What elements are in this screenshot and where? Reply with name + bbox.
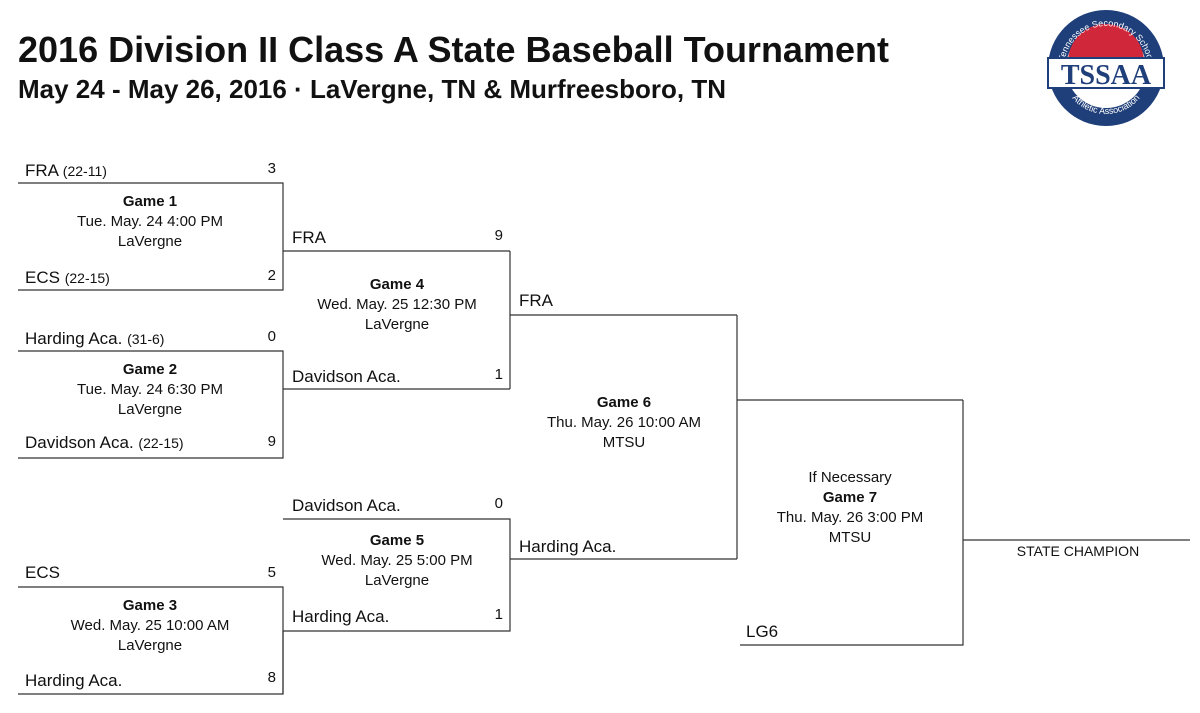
game3-top-score: 5 <box>267 564 276 581</box>
team-record: (22-15) <box>64 270 110 286</box>
team-name: ECS <box>25 563 60 582</box>
game-note: If Necessary <box>808 469 892 486</box>
page-title: 2016 Division II Class A State Baseball … <box>18 29 889 70</box>
game3-top-team: ECS <box>25 563 60 583</box>
game-name: Game 3 <box>122 597 178 614</box>
tssaa-logo: Tennessee Secondary School Athletic Asso… <box>1047 10 1165 126</box>
logo-red-cap <box>1068 24 1144 62</box>
game-venue: LaVergne <box>364 572 430 589</box>
game-venue: LaVergne <box>117 637 183 654</box>
game-date: Tue. May. 24 4:00 PM <box>77 213 223 230</box>
game4-top-score: 9 <box>494 227 503 244</box>
game-venue: LaVergne <box>117 233 183 250</box>
game-date: Thu. May. 26 10:00 AM <box>547 414 701 431</box>
game5-info: Game 5 Wed. May. 25 5:00 PM LaVergne <box>287 531 507 591</box>
team-record: (22-15) <box>138 435 184 451</box>
game-name: Game 5 <box>369 532 425 549</box>
game-name: Game 4 <box>369 276 425 293</box>
game-name: Game 7 <box>822 489 878 506</box>
game2-bottom-score: 9 <box>267 433 276 450</box>
game5-bottom-team: Harding Aca. <box>292 607 390 626</box>
game2-top-team: Harding Aca. (31-6) <box>25 329 164 349</box>
game6-bottom-team: Harding Aca. <box>519 537 617 556</box>
game1-info: Game 1 Tue. May. 24 4:00 PM LaVergne <box>40 192 260 252</box>
game2-info: Game 2 Tue. May. 24 6:30 PM LaVergne <box>40 360 260 420</box>
game1-top-team: FRA (22-11) <box>25 161 107 181</box>
game7-info: If Necessary Game 7 Thu. May. 26 3:00 PM… <box>740 468 960 548</box>
game1-bottom-score: 2 <box>267 267 276 284</box>
team-name: ECS <box>25 268 60 287</box>
state-champion-label: STATE CHAMPION <box>1016 543 1140 559</box>
game-name: Game 6 <box>596 394 652 411</box>
game5-bottom-score: 1 <box>494 606 503 623</box>
page-subtitle: May 24 - May 26, 2016 · LaVergne, TN & M… <box>18 74 727 104</box>
logo-band <box>1047 57 1165 89</box>
game-date: Thu. May. 26 3:00 PM <box>776 509 924 526</box>
game-date: Wed. May. 25 5:00 PM <box>321 552 473 569</box>
game-name: Game 1 <box>122 193 178 210</box>
game-venue: MTSU <box>828 529 872 546</box>
game4-bottom-score: 1 <box>494 366 503 383</box>
game4-bottom-team: Davidson Aca. <box>292 367 401 386</box>
game3-bottom-team: Harding Aca. <box>25 671 122 691</box>
team-record: (22-11) <box>62 163 107 179</box>
team-name: Harding Aca. <box>25 329 123 348</box>
game-name: Game 2 <box>122 361 178 378</box>
team-name: Harding Aca. <box>25 671 123 690</box>
logo-abbr: TSSAA <box>1061 60 1152 91</box>
game6-info: Game 6 Thu. May. 26 10:00 AM MTSU <box>514 393 734 453</box>
game4-info: Game 4 Wed. May. 25 12:30 PM LaVergne <box>287 275 507 335</box>
game7-bottom-team: LG6 <box>746 622 779 641</box>
team-name: Davidson Aca. <box>25 433 134 452</box>
game2-bottom-team: Davidson Aca. (22-15) <box>25 433 184 453</box>
team-record: (31-6) <box>127 331 165 347</box>
game-date: Wed. May. 25 10:00 AM <box>70 617 230 634</box>
game1-bottom-team: ECS (22-15) <box>25 268 110 288</box>
team-name: FRA <box>25 161 59 180</box>
game2-top-score: 0 <box>267 328 276 345</box>
game3-bottom-score: 8 <box>267 669 276 686</box>
game3-info: Game 3 Wed. May. 25 10:00 AM LaVergne <box>40 596 260 656</box>
game-venue: LaVergne <box>364 316 430 333</box>
game-date: Wed. May. 25 12:30 PM <box>317 296 477 313</box>
game6-top-team: FRA <box>519 291 553 310</box>
game-date: Tue. May. 24 6:30 PM <box>77 381 223 398</box>
game4-top-team: FRA <box>292 228 326 247</box>
game-venue: LaVergne <box>117 401 183 418</box>
game1-top-score: 3 <box>267 160 276 177</box>
game-venue: MTSU <box>602 434 646 451</box>
game5-top-score: 0 <box>494 495 503 512</box>
game5-top-team: Davidson Aca. <box>292 496 401 515</box>
